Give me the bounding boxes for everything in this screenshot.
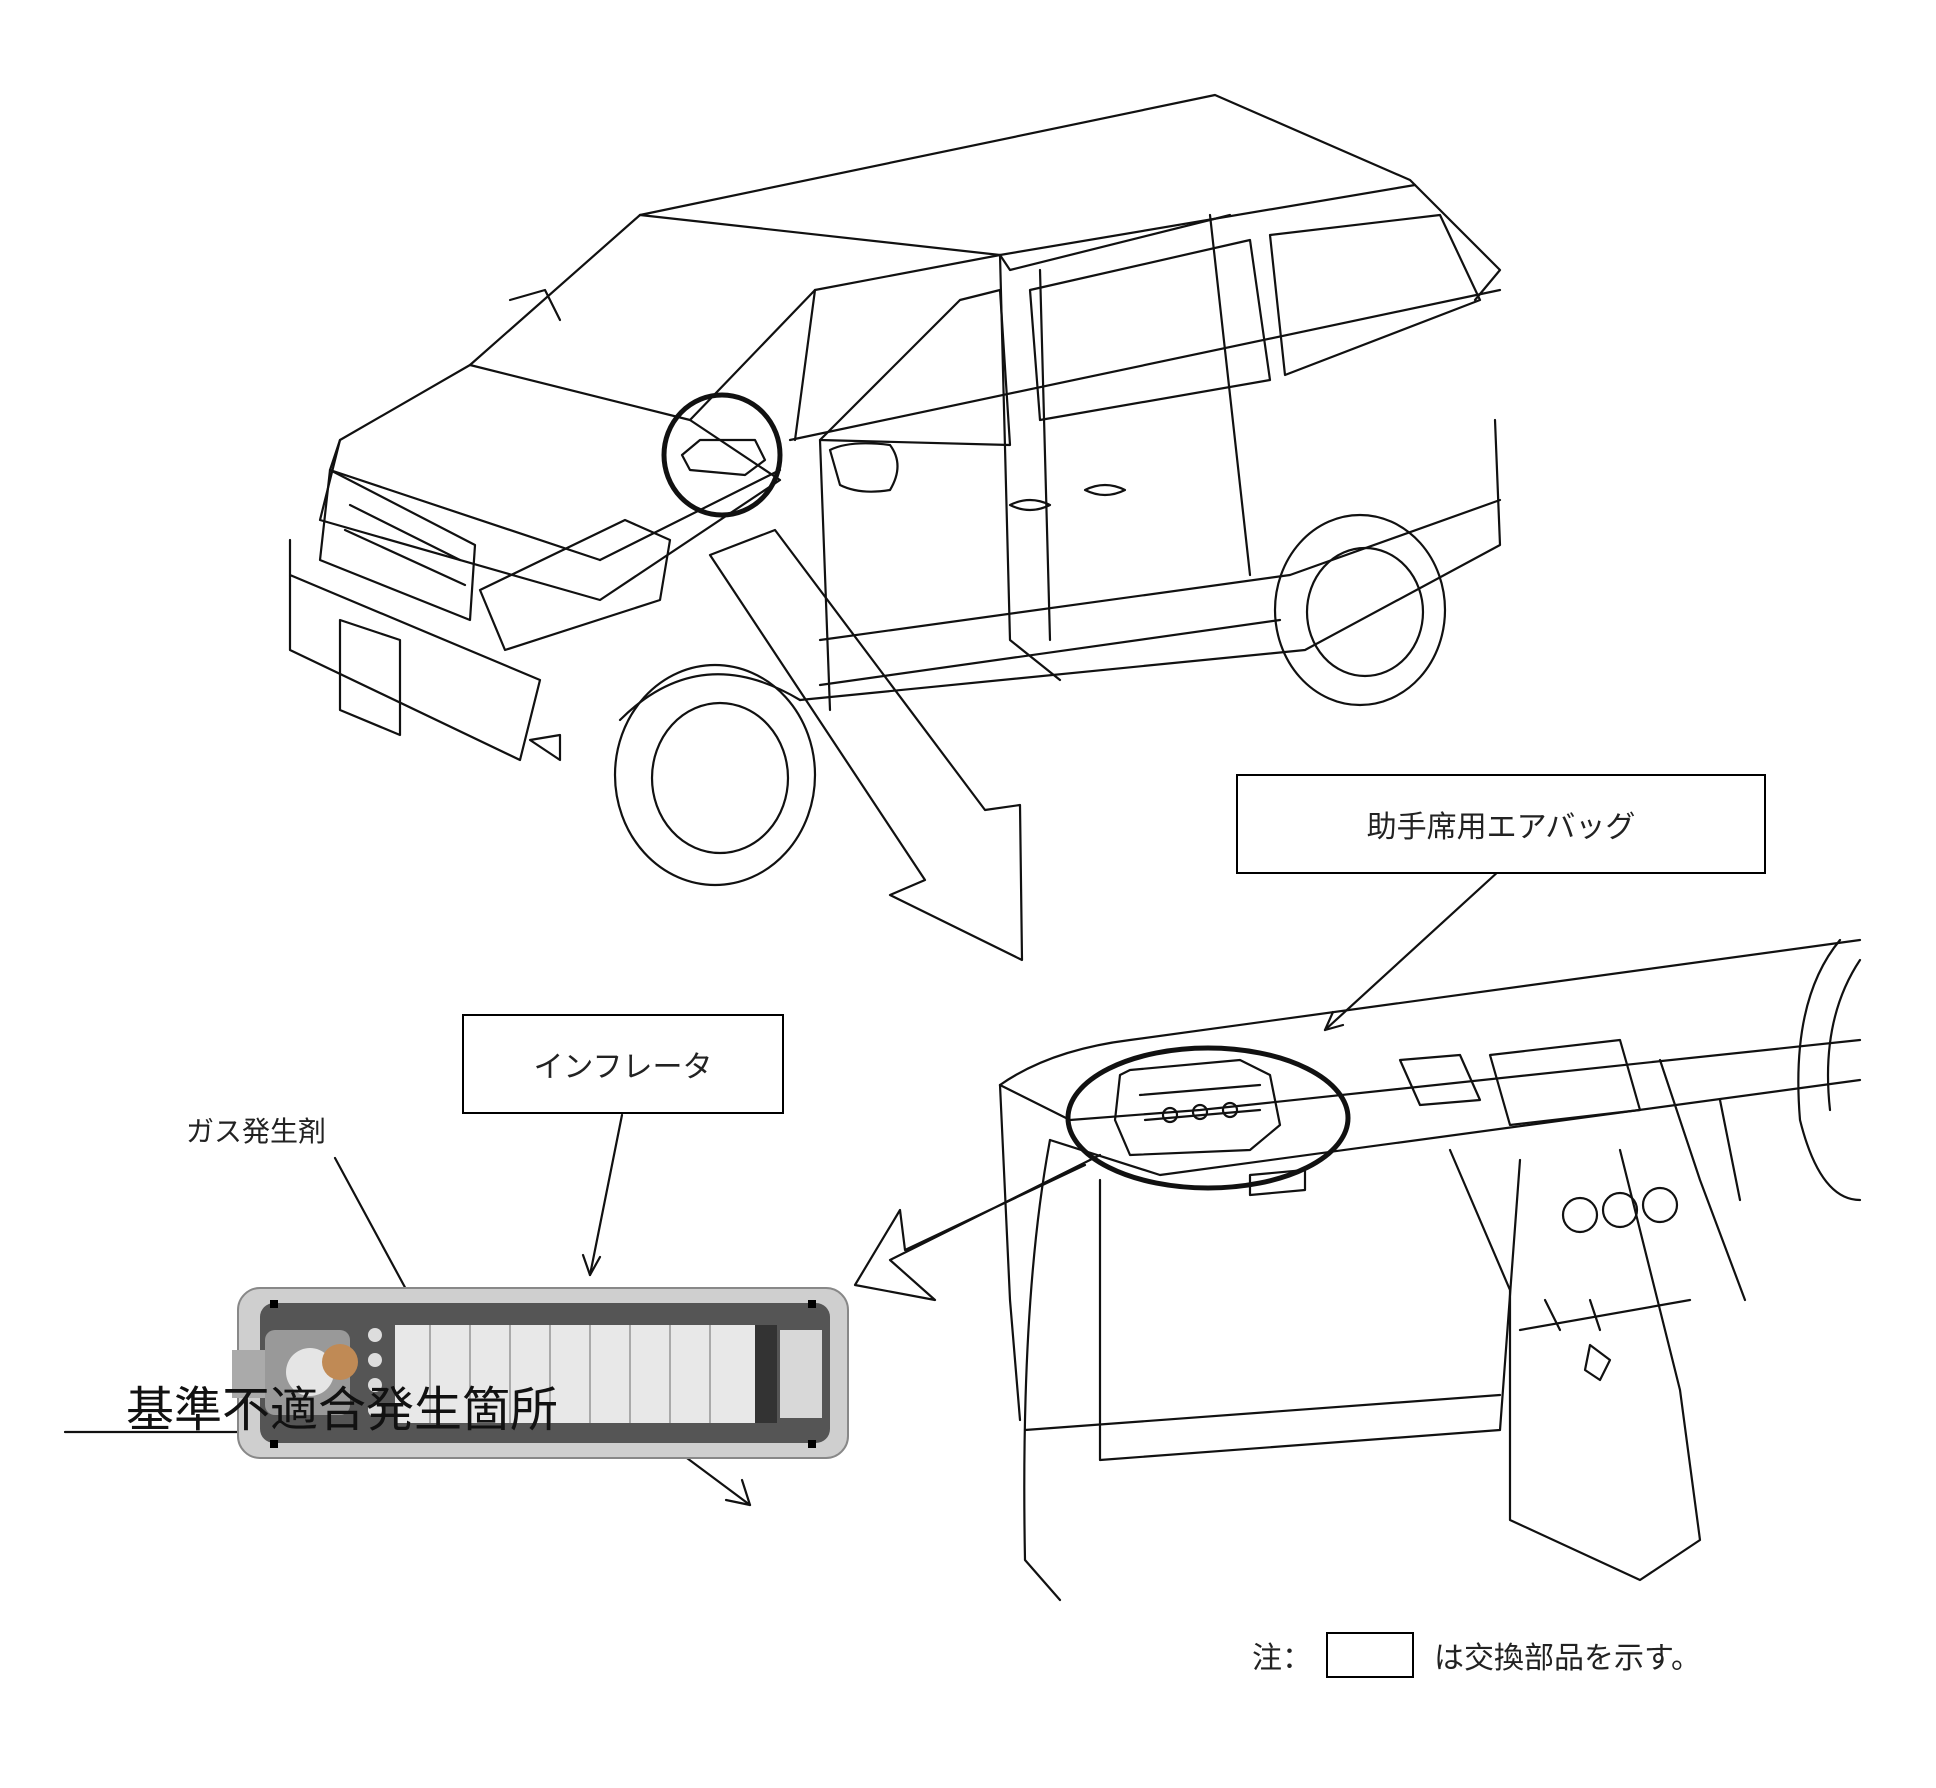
airbag-label: 助手席用エアバッグ [1366,810,1636,845]
note-legend-box [1326,1632,1414,1678]
replacement-note: 注： は交換部品を示す。 [1252,1630,1701,1680]
note-suffix: は交換部品を示す。 [1434,1641,1701,1676]
airbag-label-box: 助手席用エアバッグ [1236,774,1766,874]
inflator-cutaway [232,1287,849,1459]
van-illustration [288,93,1502,962]
note-prefix: 注： [1252,1641,1312,1676]
inflator-label: インフレータ [533,1050,713,1085]
propellant-label: ガス発生剤 [186,1115,327,1148]
defect-location-label: 基準不適合発生箇所 [126,1382,559,1438]
dashboard-illustration [853,868,1862,1602]
inflator-label-box: インフレータ [462,1014,784,1114]
